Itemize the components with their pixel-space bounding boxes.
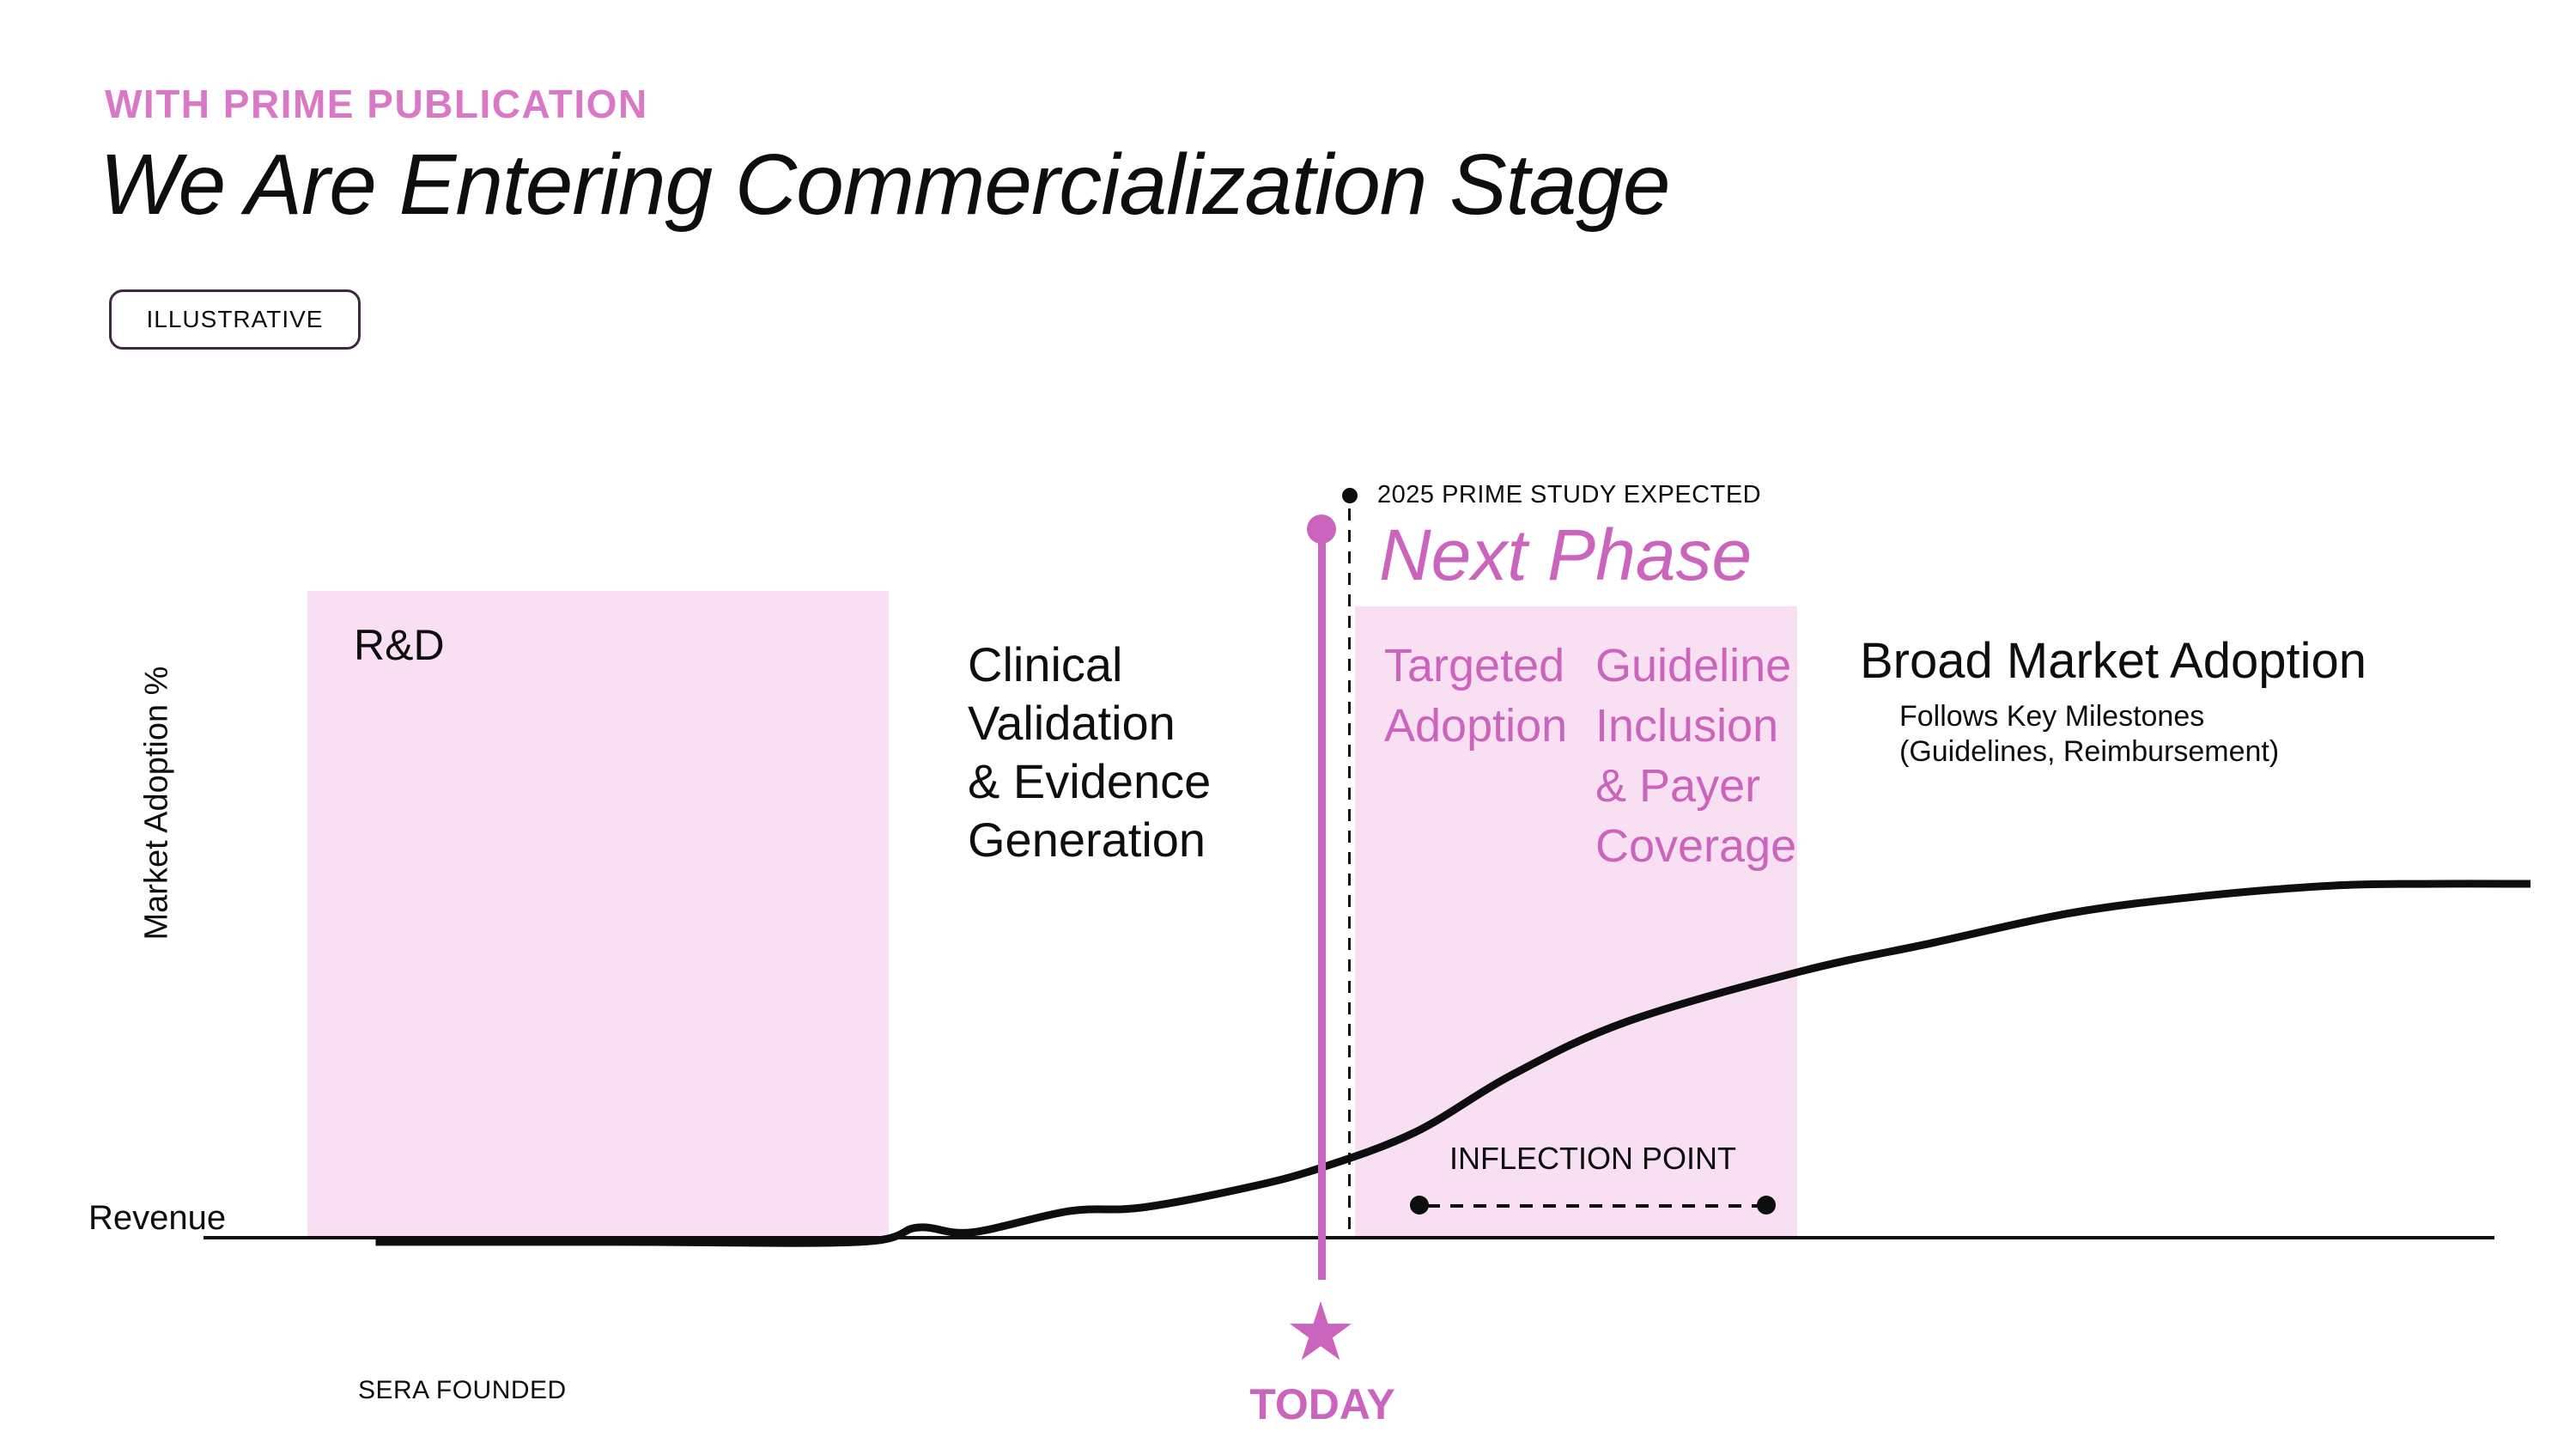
broad-market-sublabel: Follows Key Milestones (Guidelines, Reim… bbox=[1899, 699, 2279, 770]
illustrative-badge-label: ILLUSTRATIVE bbox=[146, 306, 324, 332]
study-marker-dot bbox=[1342, 488, 1358, 503]
y-axis-label: Market Adoption % bbox=[138, 666, 175, 941]
inflection-dashed-line bbox=[1427, 1204, 1760, 1208]
guideline-line-3: & Payer bbox=[1595, 760, 1761, 812]
today-label: TODAY bbox=[1249, 1380, 1395, 1428]
study-dashed-line bbox=[1348, 508, 1351, 1238]
today-line-cap-dot bbox=[1307, 514, 1336, 544]
guideline-line-4: Coverage bbox=[1595, 820, 1797, 872]
rd-phase-region bbox=[307, 591, 889, 1238]
page-title: We Are Entering Commercialization Stage bbox=[100, 137, 1670, 233]
next-phase-region bbox=[1355, 606, 1797, 1238]
x-axis-line bbox=[204, 1236, 2494, 1239]
rd-phase-label: R&D bbox=[354, 621, 445, 669]
guideline-line-2: Inclusion bbox=[1595, 700, 1779, 752]
study-annotation: 2025 PRIME STUDY EXPECTED bbox=[1377, 481, 1762, 508]
clinical-line-2: Validation bbox=[968, 696, 1176, 750]
next-phase-heading: Next Phase bbox=[1379, 514, 1753, 595]
revenue-label: Revenue bbox=[88, 1199, 227, 1237]
clinical-line-1: Clinical bbox=[968, 637, 1123, 691]
targeted-line-1: Targeted bbox=[1384, 640, 1565, 691]
inflection-start-dot bbox=[1410, 1196, 1429, 1215]
broad-sub-line-1: Follows Key Milestones bbox=[1899, 700, 2205, 733]
guideline-line-1: Guideline bbox=[1595, 640, 1792, 691]
targeted-line-2: Adoption bbox=[1384, 700, 1568, 752]
clinical-line-4: Generation bbox=[968, 813, 1206, 867]
inflection-point-label: INFLECTION POINT bbox=[1449, 1141, 1737, 1176]
adoption-curve-path bbox=[375, 880, 2531, 1247]
clinical-line-3: & Evidence bbox=[968, 754, 1212, 808]
targeted-adoption-label: Targeted Adoption bbox=[1384, 636, 1567, 756]
guideline-coverage-label: Guideline Inclusion & Payer Coverage bbox=[1595, 636, 1796, 876]
broad-sub-line-2: (Guidelines, Reimbursement) bbox=[1899, 735, 2280, 768]
today-vertical-line bbox=[1318, 527, 1326, 1280]
inflection-end-dot bbox=[1757, 1196, 1776, 1215]
today-star-icon: ★ bbox=[1284, 1286, 1358, 1379]
illustrative-badge: ILLUSTRATIVE bbox=[109, 289, 361, 350]
clinical-phase-label: Clinical Validation & Evidence Generatio… bbox=[968, 636, 1211, 869]
sera-founded-label: SERA FOUNDED bbox=[358, 1376, 567, 1404]
eyebrow-label: WITH PRIME PUBLICATION bbox=[105, 82, 648, 126]
broad-market-label: Broad Market Adoption bbox=[1860, 633, 2367, 689]
